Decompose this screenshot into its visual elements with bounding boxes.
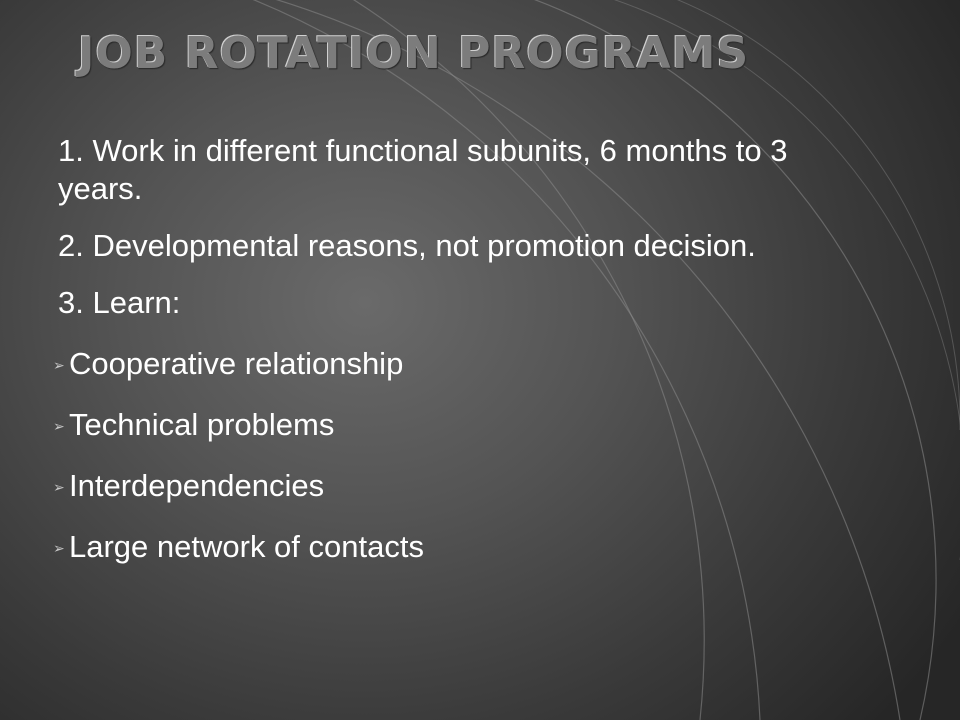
bullet-text: Interdependencies	[69, 468, 325, 503]
bullet-item: ➢ Large network of contacts	[53, 528, 858, 566]
arrow-bullet-icon: ➢	[53, 418, 65, 434]
arrow-bullet-icon: ➢	[53, 479, 65, 495]
bullet-text: Cooperative relationship	[69, 346, 404, 381]
arrow-bullet-icon: ➢	[53, 357, 65, 373]
slide-title: Job Rotation Programs	[78, 28, 750, 79]
bullet-item: ➢ Cooperative relationship	[53, 345, 858, 383]
body-paragraph-3: 3. Learn:	[58, 285, 181, 320]
bullet-text: Large network of contacts	[69, 529, 424, 564]
body-paragraph-2: 2. Developmental reasons, not promotion …	[58, 228, 756, 263]
bullet-item: ➢ Technical problems	[53, 406, 858, 444]
body-paragraph-1: 1. Work in different functional subunits…	[58, 133, 788, 206]
bullet-text: Technical problems	[69, 407, 335, 442]
bullet-item: ➢ Interdependencies	[53, 467, 858, 505]
arrow-bullet-icon: ➢	[53, 540, 65, 556]
slide-body: 1. Work in different functional subunits…	[53, 132, 858, 589]
